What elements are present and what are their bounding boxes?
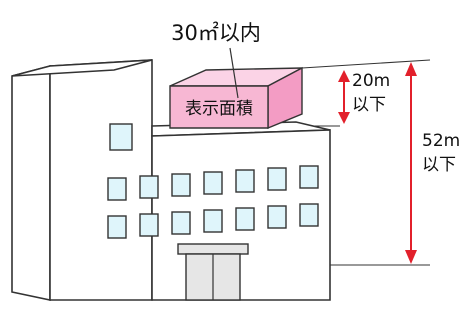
window: [235, 169, 255, 193]
window-grid: [107, 165, 319, 239]
total-height-arrow: [405, 62, 417, 264]
window: [203, 171, 223, 195]
building-tower-front: [49, 59, 153, 301]
window: [299, 203, 319, 227]
window: [107, 215, 127, 239]
window: [139, 175, 159, 199]
sign-front-face: [169, 85, 269, 129]
window: [203, 209, 223, 233]
window: [267, 167, 287, 191]
building-side-face: [11, 64, 51, 301]
total-height-value: 52m: [422, 131, 460, 151]
window: [107, 177, 127, 201]
guide-line-sign-top: [301, 59, 431, 69]
sign-label: 表示面積: [185, 99, 253, 119]
window: [139, 213, 159, 237]
tower-window: [109, 123, 133, 151]
entrance-canopy: [177, 243, 249, 255]
window: [171, 173, 191, 197]
sign-height-arrow: [338, 70, 350, 124]
area-limit-label: 30㎡以内: [171, 21, 261, 45]
window: [171, 211, 191, 235]
sign-height-value: 20m: [352, 71, 390, 91]
window: [299, 165, 319, 189]
window: [267, 205, 287, 229]
sign-height-suffix: 以下: [352, 95, 386, 115]
window: [235, 207, 255, 231]
total-height-suffix: 以下: [422, 155, 456, 175]
area-leader-line: [229, 47, 239, 99]
building-tower-roof: [11, 59, 153, 77]
